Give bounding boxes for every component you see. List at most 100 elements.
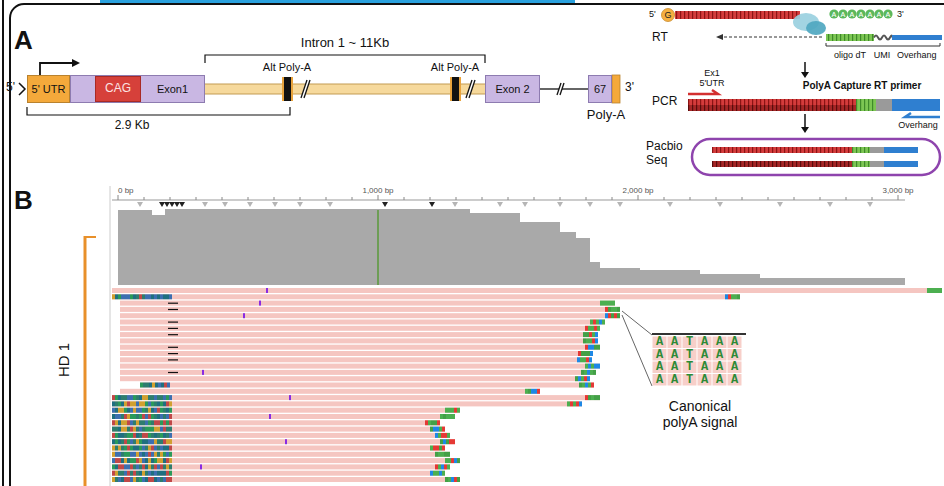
smrtbell <box>870 147 884 153</box>
mismatch-base <box>127 452 130 457</box>
mismatch-base <box>157 439 160 444</box>
mismatch-base <box>121 395 124 400</box>
read-bar <box>120 338 598 343</box>
ruler-tick <box>352 197 353 200</box>
mismatch-base <box>130 446 133 451</box>
mrna-strand <box>675 11 800 19</box>
mismatch-base <box>145 420 148 425</box>
aligned-read <box>112 420 440 425</box>
mismatch-base <box>163 452 166 457</box>
strand-end: 5' <box>649 9 656 19</box>
ruler-marker <box>159 202 165 207</box>
axis-label: 2,000 bp <box>622 186 653 195</box>
panel-frame <box>2 0 4 486</box>
mismatch-base <box>139 464 142 469</box>
mismatch-base <box>118 477 121 482</box>
mismatch-base <box>436 471 439 476</box>
mismatch-base <box>433 446 436 451</box>
insertion-mark <box>259 301 261 306</box>
mismatch-base <box>145 294 148 299</box>
mismatch-base <box>124 439 127 444</box>
aligned-read <box>112 401 582 406</box>
mismatch-base <box>145 414 148 419</box>
mismatch-base <box>142 420 145 425</box>
mismatch-base <box>434 420 437 425</box>
rt-primer <box>826 34 874 41</box>
mismatch-base <box>584 351 587 356</box>
read-bar <box>112 446 445 451</box>
mismatch-base <box>169 471 172 476</box>
mismatch-base <box>118 427 121 432</box>
mismatch-base <box>528 389 531 394</box>
mismatch-base <box>112 452 115 457</box>
mismatch-base <box>433 427 436 432</box>
mismatch-base <box>115 401 118 406</box>
mismatch-base <box>157 446 160 451</box>
aligned-read <box>112 452 450 457</box>
mismatch-base <box>160 439 163 444</box>
mismatch-base <box>605 313 608 318</box>
mismatch-base <box>124 452 127 457</box>
ruler-tick <box>846 197 847 200</box>
ruler-tick <box>690 197 691 200</box>
mismatch-base <box>142 395 145 400</box>
ruler-tick <box>768 197 769 200</box>
mismatch-base <box>121 439 124 444</box>
box-label: Exon1 <box>157 83 188 95</box>
mismatch-base <box>441 433 444 438</box>
mismatch-base <box>452 414 455 419</box>
mismatch-base <box>578 351 581 356</box>
mismatch-base <box>152 383 155 388</box>
mismatch-base <box>145 464 148 469</box>
mismatch-base <box>731 294 734 299</box>
exon-box: Exon1CAG <box>70 75 205 103</box>
mismatch-base <box>163 420 166 425</box>
mismatch-base <box>124 464 127 469</box>
mismatch-base <box>594 395 597 400</box>
mismatch-base <box>451 458 454 463</box>
mismatch-base <box>457 477 460 482</box>
mismatch-base <box>154 433 157 438</box>
mismatch-base <box>142 433 145 438</box>
mismatch-base <box>130 294 133 299</box>
ruler-marker <box>522 202 528 207</box>
mismatch-base <box>592 338 595 343</box>
mismatch-base <box>130 458 133 463</box>
mismatch-base <box>151 294 154 299</box>
mismatch-base <box>163 427 166 432</box>
break-mark <box>560 83 564 95</box>
mismatch-base <box>133 414 136 419</box>
mismatch-base <box>115 458 118 463</box>
read-bar <box>112 395 600 400</box>
ruler-tick <box>872 197 873 200</box>
mismatch-base <box>124 427 127 432</box>
mismatch-base <box>597 395 600 400</box>
mismatch-base <box>136 477 139 482</box>
panel-frame <box>10 4 944 486</box>
smrtbell <box>884 147 918 153</box>
mismatch-base <box>127 294 130 299</box>
mismatch-base <box>151 395 154 400</box>
mismatch-base <box>449 439 452 444</box>
mismatch-base <box>167 383 170 388</box>
mismatch-base <box>169 452 172 457</box>
ruler-marker <box>827 202 833 207</box>
mismatch-base <box>591 395 594 400</box>
mismatch-base <box>145 477 148 482</box>
mismatch-base <box>589 357 592 362</box>
read-bar <box>112 401 582 406</box>
read-bar <box>120 307 620 312</box>
mismatch-base <box>133 433 136 438</box>
aligned-read <box>112 288 942 482</box>
igv-frame <box>84 236 87 486</box>
mismatch-base <box>154 452 157 457</box>
mismatch-base <box>151 439 154 444</box>
ruler-marker <box>382 202 388 207</box>
aligned-read <box>120 345 600 350</box>
mismatch-base <box>127 471 130 476</box>
mismatch-base <box>169 294 172 299</box>
mismatch-base <box>130 433 133 438</box>
read-bar <box>120 320 605 325</box>
igv-frame <box>110 186 111 486</box>
mismatch-base <box>436 427 439 432</box>
